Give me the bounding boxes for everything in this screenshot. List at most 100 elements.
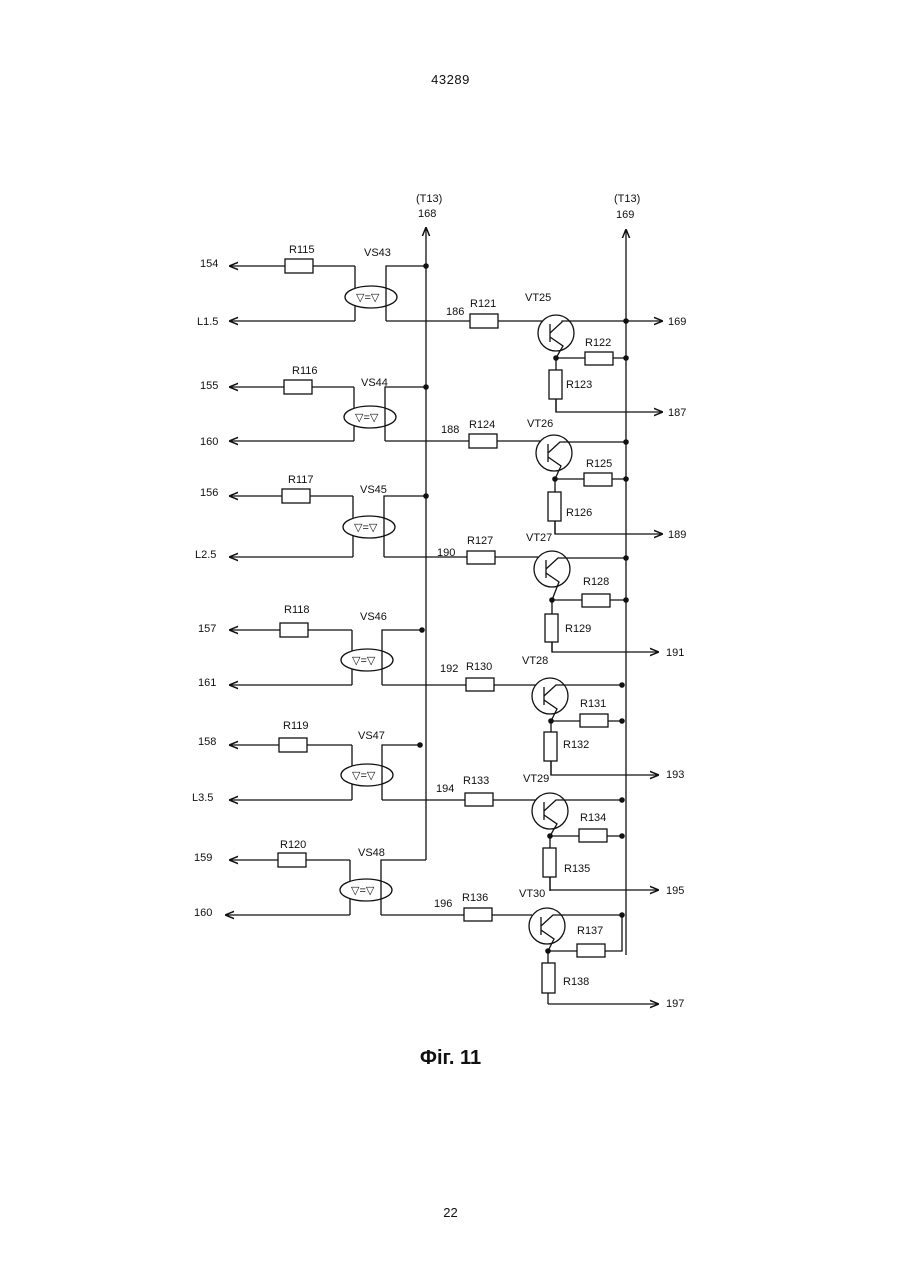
resistor-label: R135 (564, 863, 590, 875)
node-label: 194 (436, 783, 454, 795)
junction-dot (619, 833, 625, 839)
stage-2: R116 155 160 ▽=▽ VS44 188 R124 VT26 R125… (200, 365, 686, 534)
input-label-top: 158 (198, 736, 216, 748)
resistor-r117 (282, 489, 310, 503)
resistor-label: R118 (284, 604, 309, 616)
junction-dot (623, 597, 629, 603)
resistor-r129 (545, 614, 558, 642)
output-label: 193 (666, 769, 684, 781)
resistor-r131 (580, 714, 608, 727)
resistor-label: R127 (467, 535, 493, 547)
resistor-r136 (464, 908, 492, 921)
resistor-r123 (549, 370, 562, 399)
transistor-vt27 (534, 551, 570, 587)
optocoupler-glyph: ▽=▽ (352, 655, 376, 667)
resistor-r134 (579, 829, 607, 842)
optocoupler-glyph: ▽=▽ (351, 885, 375, 897)
transistor-label: VT25 (525, 292, 551, 304)
stage-3: R117 156 L2.5 ▽=▽ VS45 190 R127 VT27 R12… (195, 474, 686, 652)
output-label: 195 (666, 885, 684, 897)
input-label-bottom: 161 (198, 677, 216, 689)
resistor-label: R131 (580, 698, 606, 710)
resistor-r125 (584, 473, 612, 486)
transistor-label: VT26 (527, 418, 553, 430)
right-rail: (T13) 169 (614, 193, 640, 955)
stage-5: R119 158 L3.5 ▽=▽ VS47 194 R133 VT29 R13… (192, 720, 684, 891)
input-label-top: 154 (200, 258, 218, 270)
input-label-bottom: 160 (200, 436, 218, 448)
resistor-r137 (577, 944, 605, 957)
resistor-r127 (467, 551, 495, 564)
final-output-label: 197 (666, 998, 684, 1010)
resistor-r135 (543, 848, 556, 877)
resistor-r115 (285, 259, 313, 273)
node-label: 188 (441, 424, 459, 436)
output-label: 169 (668, 316, 686, 328)
resistor-label: R120 (280, 839, 306, 851)
resistor-r124 (469, 434, 497, 448)
resistor-label: R124 (469, 419, 495, 431)
resistor-label: R115 (289, 244, 314, 256)
node-label: 192 (440, 663, 458, 675)
transistor-label: VT27 (526, 532, 552, 544)
resistor-label: R125 (586, 458, 612, 470)
transistor-label: VT29 (523, 773, 549, 785)
resistor-label: R128 (583, 576, 609, 588)
resistor-label: R122 (585, 337, 611, 349)
optocoupler-glyph: ▽=▽ (352, 770, 376, 782)
transistor-vt29 (532, 793, 568, 829)
resistor-r130 (466, 678, 494, 691)
optocoupler-label: VS47 (358, 730, 385, 742)
input-label-top: 157 (198, 623, 216, 635)
left-rail-number: 168 (418, 208, 436, 220)
resistor-label: R117 (288, 474, 313, 486)
figure-caption: Фіг. 11 (0, 1047, 901, 1070)
junction-dot (619, 797, 625, 803)
resistor-r120 (278, 853, 306, 867)
node-label: 196 (434, 898, 452, 910)
resistor-label: R133 (463, 775, 489, 787)
left-rail: (T13) 168 (416, 193, 442, 860)
junction-dot (623, 476, 629, 482)
resistor-label: R129 (565, 623, 591, 635)
resistor-label: R123 (566, 379, 592, 391)
resistor-r122 (585, 352, 613, 365)
resistor-label: R119 (283, 720, 308, 732)
input-label-bottom: L2.5 (195, 549, 216, 561)
node-label: 190 (437, 547, 455, 559)
resistor-label: R121 (470, 298, 496, 310)
optocoupler-label: VS43 (364, 247, 391, 259)
left-rail-label: (T13) (416, 193, 442, 205)
resistor-r138 (542, 963, 555, 993)
resistor-label: R134 (580, 812, 606, 824)
optocoupler-glyph: ▽=▽ (355, 412, 379, 424)
input-label-top: 159 (194, 852, 212, 864)
optocoupler-label: VS45 (360, 484, 387, 496)
transistor-vt30 (529, 908, 565, 944)
resistor-label: R132 (563, 739, 589, 751)
resistor-r118 (280, 623, 308, 637)
input-label-bottom: L3.5 (192, 792, 213, 804)
optocoupler-label: VS46 (360, 611, 387, 623)
junction-dot (623, 355, 629, 361)
transistor-label: VT28 (522, 655, 548, 667)
input-label-bottom: L1.5 (197, 316, 218, 328)
resistor-label: R130 (466, 661, 492, 673)
junction-dot (623, 318, 629, 324)
resistor-label: R126 (566, 507, 592, 519)
stage-6: R120 159 160 ▽=▽ VS48 196 R136 VT30 R137… (194, 839, 684, 1010)
resistor-label: R116 (292, 365, 317, 377)
junction-dot (419, 627, 425, 633)
junction-dot (619, 718, 625, 724)
resistor-r132 (544, 732, 557, 761)
right-rail-number: 169 (616, 209, 634, 221)
stage-4: R118 157 161 ▽=▽ VS46 192 R130 VT28 R131… (198, 604, 684, 775)
optocoupler-glyph: ▽=▽ (356, 292, 380, 304)
output-label: 189 (668, 529, 686, 541)
junction-dot (423, 384, 429, 390)
resistor-label: R137 (577, 925, 603, 937)
optocoupler-label: VS44 (361, 377, 388, 389)
input-label-top: 155 (200, 380, 218, 392)
optocoupler-glyph: ▽=▽ (354, 522, 378, 534)
